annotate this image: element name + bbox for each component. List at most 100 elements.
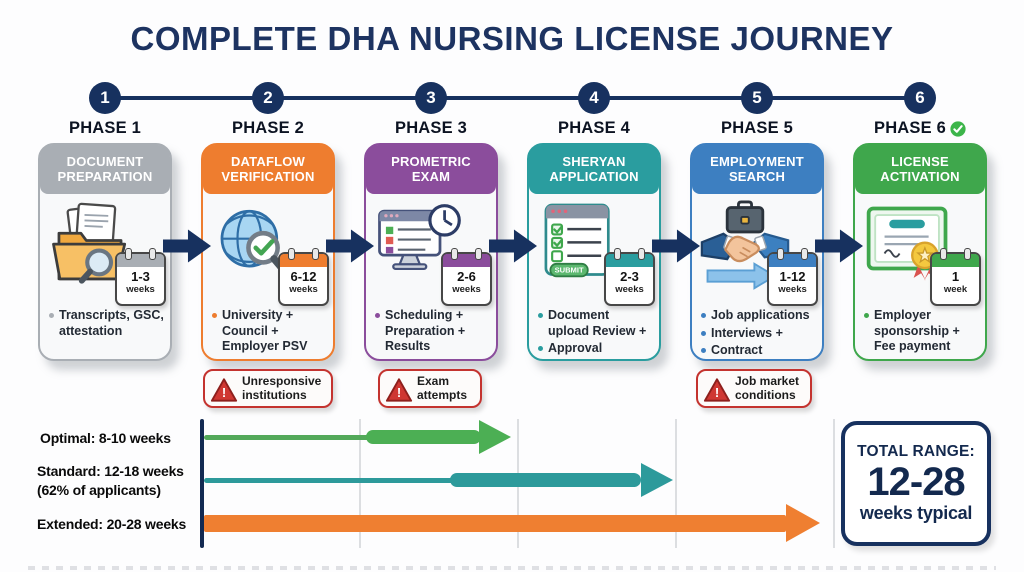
phase-bullets: Document upload Review + Approval xyxy=(529,308,659,357)
optimal-arrowhead-icon xyxy=(479,420,511,454)
duration-unit: weeks xyxy=(289,284,318,296)
timeline-row-label-optimal: Optimal: 8-10 weeks xyxy=(40,430,171,446)
bullet-item: Employer sponsorship + Fee payment xyxy=(864,308,979,355)
phase-icon-area: SUBMIT 2-3 weeks xyxy=(529,194,659,306)
total-range-box: TOTAL RANGE: 12-28 weeks typical xyxy=(841,421,991,546)
warning-triangle-icon: ! xyxy=(703,378,731,402)
phase-bullets: University + Council + Employer PSV xyxy=(203,308,333,355)
duration-value: 1 xyxy=(951,269,960,284)
duration-unit: weeks xyxy=(452,284,481,296)
monitor-clock-icon xyxy=(378,204,461,271)
duration-value: 1-12 xyxy=(779,269,806,284)
step-track-line xyxy=(105,96,920,100)
bullet-text: Employer sponsorship + Fee payment xyxy=(874,308,960,354)
step-circle-1: 1 xyxy=(89,82,121,114)
duration-unit: weeks xyxy=(778,284,807,296)
bullet-text: Approval xyxy=(548,341,603,356)
phase-icon-area: 1 week xyxy=(855,194,985,306)
step-circle-6: 6 xyxy=(904,82,936,114)
phase-card-sheryan-application: SHERYAN APPLICATION SUBMIT xyxy=(527,143,661,361)
phase-card-document-preparation: DOCUMENT PREPARATION 1-3 w xyxy=(38,143,172,361)
phase-card-employment-search: EMPLOYMENT SEARCH 1-12 weeks xyxy=(690,143,824,361)
calendar-ring xyxy=(475,248,482,260)
phase-bullets: Scheduling + Preparation + Results xyxy=(366,308,496,355)
bullet-text: Transcripts, GSC, attestation xyxy=(59,308,164,338)
bullet-text: Document upload Review + xyxy=(548,308,647,338)
cropped-text-strip xyxy=(28,566,996,570)
folder-documents-search-icon xyxy=(52,202,127,284)
extended-range-bar xyxy=(204,515,786,532)
total-range-caption: weeks typical xyxy=(859,503,973,523)
timeline-row-label-extended: Extended: 20-28 weeks xyxy=(37,516,187,532)
svg-text:!: ! xyxy=(715,385,719,400)
check-circle-icon xyxy=(950,120,966,137)
duration-calendar-badge: 1 week xyxy=(930,248,981,306)
bullet-dot xyxy=(49,313,54,318)
timeline-row-label-standard: Standard: 12-18 weeks xyxy=(37,463,184,479)
standard-lead-line xyxy=(204,478,456,483)
warning-text: Exam attempts xyxy=(417,373,468,402)
calendar-ring xyxy=(777,248,784,260)
chart-gridline xyxy=(359,419,361,548)
phase-icon-area: 1-3 weeks xyxy=(40,194,170,306)
duration-value: 1-3 xyxy=(131,269,150,284)
phase-bullets: Transcripts, GSC, attestation xyxy=(40,308,170,339)
bullet-dot xyxy=(538,313,543,318)
phase-card-dataflow-verification: DATAFLOW VERIFICATION 6-12 weeks Univers… xyxy=(201,143,335,361)
warning-text: Unresponsive institutions xyxy=(242,373,322,402)
phase-bullets: Employer sponsorship + Fee payment xyxy=(855,308,985,355)
optimal-lead-line xyxy=(204,435,372,440)
duration-unit: weeks xyxy=(615,284,644,296)
total-range-value: 12-28 xyxy=(867,460,965,504)
bullet-text: Contract xyxy=(711,343,763,358)
phase-card-header: EMPLOYMENT SEARCH xyxy=(692,145,822,194)
calendar-ring xyxy=(801,248,808,260)
bullet-text: University + Council + Employer PSV xyxy=(222,308,308,354)
phase-label-text: PHASE 2 xyxy=(231,119,304,137)
warning-box-unresponsive-institutions: ! Unresponsive institutions xyxy=(203,369,333,408)
phase-icon-area: 2-6 weeks xyxy=(366,194,496,306)
phase-bullets: Job applications Interviews + Contract xyxy=(692,308,822,359)
phase-card-header: PROMETRIC EXAM xyxy=(366,145,496,194)
calendar-ring xyxy=(940,248,947,260)
checklist-submit-icon: SUBMIT xyxy=(544,203,610,278)
bullet-item: University + Council + Employer PSV xyxy=(212,308,327,355)
bullet-item: Interviews + xyxy=(701,326,816,342)
duration-calendar-badge: 2-6 weeks xyxy=(441,248,492,306)
phase-label-4: PHASE 4 xyxy=(527,119,661,138)
bullet-item: Transcripts, GSC, attestation xyxy=(49,308,164,339)
chart-gridline xyxy=(833,419,835,548)
calendar-ring xyxy=(312,248,319,260)
phase-icon-area: 1-12 weeks xyxy=(692,194,822,306)
phase-icon-area: 6-12 weeks xyxy=(203,194,333,306)
total-range-heading: TOTAL RANGE: xyxy=(857,443,975,460)
calendar-ring xyxy=(125,248,132,260)
step-circle-4: 4 xyxy=(578,82,610,114)
duration-calendar-badge: 1-12 weeks xyxy=(767,248,818,306)
phase-card-license-activation: LICENSE ACTIVATION 1 week xyxy=(853,143,987,361)
bullet-item: Contract xyxy=(701,343,816,359)
standard-arrowhead-icon xyxy=(641,463,673,497)
phase-card-prometric-exam: PROMETRIC EXAM 2-6 we xyxy=(364,143,498,361)
duration-value: 6-12 xyxy=(290,269,317,284)
bullet-text: Job applications xyxy=(711,308,810,322)
bullet-dot xyxy=(375,313,380,318)
timeline-axis xyxy=(200,419,204,548)
phase-card-header: DOCUMENT PREPARATION xyxy=(40,145,170,194)
bullet-item: Approval xyxy=(538,341,653,357)
phase-label-2: PHASE 2 xyxy=(201,119,335,138)
calendar-ring xyxy=(288,248,295,260)
calendar-ring xyxy=(149,248,156,260)
page-title: COMPLETE DHA NURSING LICENSE JOURNEY xyxy=(130,20,894,57)
timeline-row-sublabel-standard: (62% of applicants) xyxy=(37,482,161,498)
bullet-dot xyxy=(212,313,217,318)
certificate-seal-icon xyxy=(866,206,948,281)
phase-label-3: PHASE 3 xyxy=(364,119,498,138)
step-circle-2: 2 xyxy=(252,82,284,114)
warning-box-job-market-conditions: ! Job market conditions xyxy=(696,369,812,408)
submit-button-label: SUBMIT xyxy=(555,266,584,275)
handshake-briefcase-icon xyxy=(700,200,790,290)
step-circle-5: 5 xyxy=(741,82,773,114)
bullet-item: Document upload Review + xyxy=(538,308,653,339)
duration-value: 2-3 xyxy=(620,269,639,284)
